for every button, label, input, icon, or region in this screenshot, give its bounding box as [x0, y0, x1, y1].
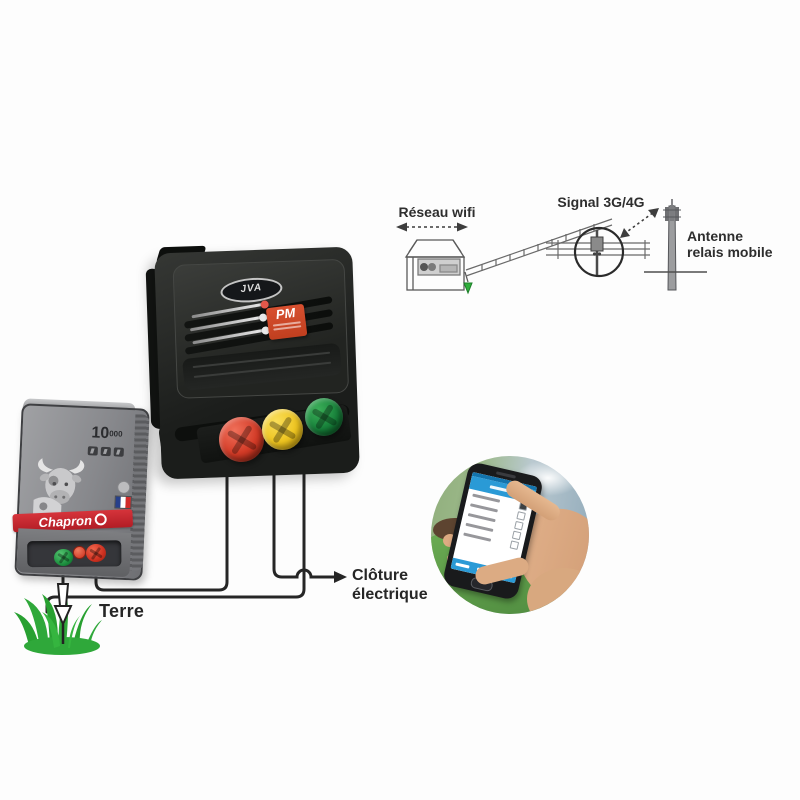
- fence-line-icon: [465, 218, 613, 277]
- antenna-label-line2: relais mobile: [687, 244, 773, 260]
- barn-ground-icon: [463, 271, 473, 295]
- fence-label-line2: électrique: [352, 586, 428, 603]
- pm-front-panel: JVA PM: [172, 258, 350, 399]
- signal-label: Signal 3G/4G: [557, 194, 644, 210]
- earth-stake-icon: [53, 583, 73, 627]
- energizer-power-button: [73, 546, 86, 559]
- ground-label: Terre: [99, 601, 145, 621]
- signal-arrow-icon: [620, 208, 659, 238]
- brand-label: Chapron: [38, 512, 93, 530]
- power-rating: 10000: [91, 424, 123, 443]
- animal-icon: [87, 446, 98, 456]
- pm-model-sticker: PM: [265, 303, 308, 341]
- relay-antenna-icon: [644, 199, 707, 291]
- smartphone-app-photo: [431, 456, 589, 614]
- fence-feed-wire: [94, 450, 229, 592]
- pm-terminal-yellow: [262, 409, 303, 450]
- brand-ring-icon: [94, 513, 108, 526]
- barn-icon: [404, 239, 466, 291]
- fence-label: Clôture électrique: [352, 566, 428, 604]
- cow-icon: [32, 458, 85, 518]
- pm-model-label: PM: [274, 304, 297, 323]
- network-diagram: Réseau wifi Signal 3G/4G Antenne relais …: [396, 194, 773, 295]
- fence-arrow-icon: [334, 571, 347, 583]
- grass-front-icon: [42, 612, 82, 648]
- energizer-device: 10000 Chapron: [12, 398, 150, 581]
- energizer-fence-terminal: [86, 544, 106, 562]
- antenna-label-line1: Antenne: [687, 228, 743, 244]
- energizer-earth-terminal: [54, 549, 73, 566]
- animal-icon: [100, 446, 111, 457]
- animal-icons: [87, 446, 124, 457]
- power-value: 10: [91, 424, 110, 443]
- monitor-highlight-circle: [573, 226, 625, 278]
- jva-logo: JVA: [219, 275, 284, 305]
- wifi-range-arrow-icon: [396, 222, 468, 232]
- fence-output-wire: [272, 442, 336, 579]
- animal-icon: [113, 447, 124, 457]
- fence-label-line1: Clôture: [352, 567, 408, 584]
- pm-terminal-red: [219, 417, 264, 462]
- fence-monitor-icon: [590, 230, 604, 275]
- wifi-label: Réseau wifi: [398, 204, 475, 220]
- power-suffix: 000: [109, 429, 123, 439]
- french-flag-icon: [114, 495, 132, 510]
- pm-terminal-green: [305, 398, 343, 436]
